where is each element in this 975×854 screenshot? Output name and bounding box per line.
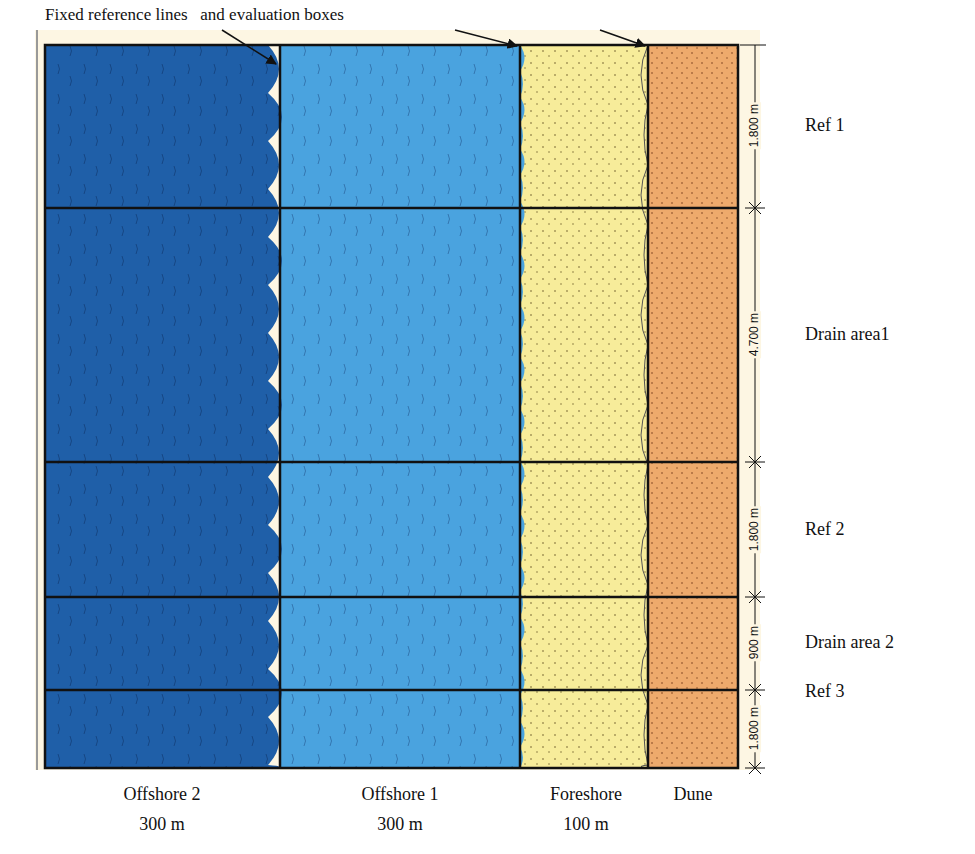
- dimension-tick: [749, 202, 761, 214]
- dimension-label: 1.800 m: [748, 506, 761, 553]
- dimension-label: 4.700 m: [748, 311, 761, 358]
- dimension-tick: [749, 684, 761, 696]
- panel-ground: [35, 30, 760, 770]
- dimension-tick: [749, 456, 761, 468]
- dimension-label: 100 m: [563, 815, 609, 835]
- dimension-tick: [749, 202, 761, 214]
- water-texture: [45, 45, 282, 768]
- dimension-label: 300 m: [139, 815, 185, 835]
- dimension-tick: [749, 456, 761, 468]
- dune-foot-line: [641, 45, 648, 768]
- dimension-tick: [749, 591, 761, 603]
- row-label: Ref 3: [805, 682, 845, 702]
- dune-texture: [648, 45, 738, 768]
- column-label: Offshore 1: [361, 785, 438, 805]
- offshore-2-zone: [45, 45, 282, 768]
- column-label: Offshore 2: [123, 785, 200, 805]
- row-label: Ref 2: [805, 520, 845, 540]
- row-label: Ref 1: [805, 116, 845, 136]
- dimension-label: 1.800 m: [748, 102, 761, 149]
- offshore-1-zone: [280, 45, 525, 768]
- dimension-label: 900 m: [748, 624, 761, 661]
- row-label: Drain area1: [805, 325, 889, 345]
- water-texture: [280, 45, 525, 768]
- foreshore-zone: [520, 45, 648, 768]
- dimension-label: 1.800 m: [748, 705, 761, 752]
- dimension-tick: [749, 591, 761, 603]
- column-label: Dune: [674, 785, 713, 805]
- dune-zone: [648, 45, 738, 768]
- pointer-arrows: [222, 30, 645, 64]
- dimension-tick: [749, 762, 761, 774]
- sand-texture: [520, 45, 648, 768]
- dimension-tick: [749, 762, 761, 774]
- column-label: Foreshore: [550, 785, 622, 805]
- row-label: Drain area 2: [805, 633, 894, 653]
- dimension-tick: [749, 684, 761, 696]
- annotation-text: Fixed reference lines and evaluation box…: [45, 6, 344, 25]
- dimension-label: 300 m: [377, 815, 423, 835]
